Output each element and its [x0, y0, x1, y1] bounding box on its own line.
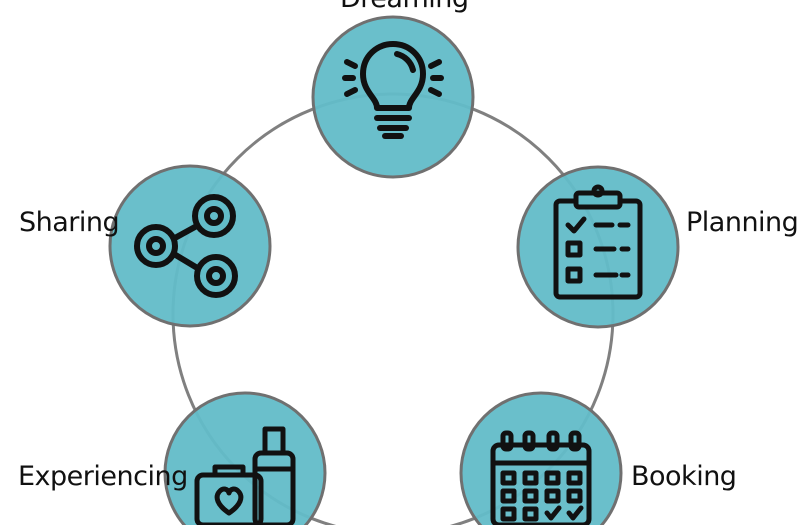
stage-label-booking: Booking — [631, 461, 737, 492]
stage-node-planning — [516, 165, 680, 329]
stage-node-experiencing — [163, 391, 327, 530]
calendar-icon — [490, 430, 592, 528]
share-icon — [134, 194, 238, 298]
lightbulb-icon — [342, 41, 444, 139]
stage-label-experiencing: Experiencing — [18, 461, 188, 492]
clipboard-checklist-icon — [553, 184, 643, 300]
stage-node-booking — [459, 391, 623, 530]
stage-label-dreaming: Dreaming — [340, 0, 469, 12]
stage-label-planning: Planning — [686, 207, 799, 238]
stage-node-sharing — [108, 164, 272, 328]
stage-label-sharing: Sharing — [19, 207, 120, 238]
stage-node-dreaming — [311, 15, 475, 179]
